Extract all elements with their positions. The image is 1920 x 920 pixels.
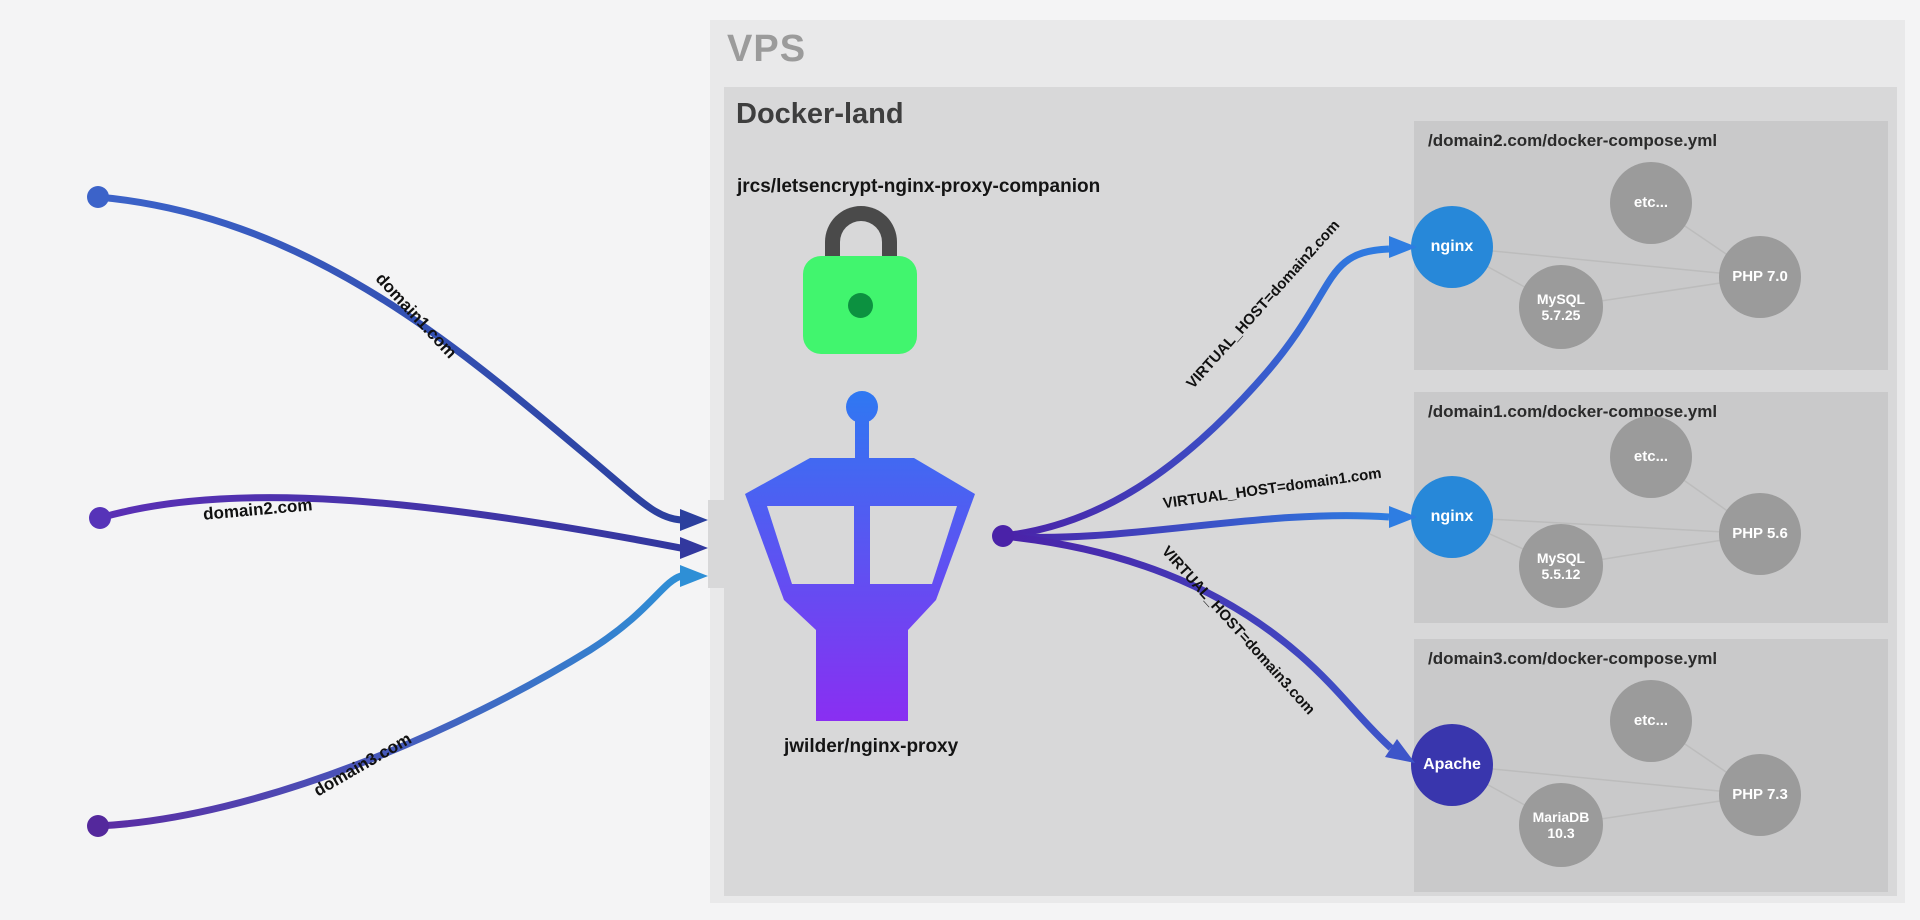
nginx-node: nginx <box>1411 206 1493 288</box>
lighthouse-roof <box>745 458 975 494</box>
domain3-curve <box>97 572 683 830</box>
lighthouse-neck <box>784 600 936 630</box>
lighthouse-window-right <box>870 506 957 584</box>
domain2-origin-dot <box>89 507 111 529</box>
proxy-label: jwilder/nginx-proxy <box>784 736 959 757</box>
domain2-curve <box>99 494 682 552</box>
padlock-keyhole <box>848 293 873 318</box>
domain3-origin-dot <box>87 815 109 837</box>
compose-box-domain1: /domain1.com/docker-compose.yml nginx et… <box>1411 392 1888 623</box>
php-node: PHP 7.0 <box>1719 236 1801 318</box>
lighthouse-column <box>816 628 908 721</box>
database-node: MySQL 5.5.12 <box>1519 524 1603 608</box>
compose-title: /domain3.com/docker-compose.yml <box>1428 649 1718 668</box>
domain3-label: domain3.com <box>310 728 415 801</box>
php-node: PHP 5.6 <box>1719 493 1801 575</box>
entry-arrowhead-bottom <box>680 565 708 587</box>
lighthouse-stem <box>855 407 869 465</box>
etc-node: etc... <box>1610 162 1692 244</box>
docker-land-title: Docker-land <box>736 98 904 130</box>
lighthouse-window-left <box>767 506 854 584</box>
lighthouse-icon <box>745 391 975 721</box>
nginx-node: nginx <box>1411 476 1493 558</box>
domain2-label: domain2.com <box>202 495 314 524</box>
database-version: 10.3 <box>1547 825 1575 841</box>
entry-arrowhead-middle <box>680 537 708 559</box>
domain1-curve <box>97 193 682 524</box>
domain1-label: domain1.com <box>371 269 461 363</box>
proxy-entry-notch <box>708 500 726 588</box>
php-node: PHP 7.3 <box>1719 754 1801 836</box>
database-node: MariaDB 10.3 <box>1519 783 1603 867</box>
vps-title: VPS <box>727 28 807 70</box>
database-name: MySQL <box>1536 290 1586 307</box>
compose-box-domain3: /domain3.com/docker-compose.yml Apache e… <box>1411 639 1888 892</box>
compose-box-domain2: /domain2.com/docker-compose.yml nginx et… <box>1411 121 1888 370</box>
domain1-origin-dot <box>87 186 109 208</box>
entry-arrowhead-top <box>680 509 708 531</box>
database-version: 5.7.25 <box>1541 307 1581 323</box>
apache-node: Apache <box>1411 724 1493 806</box>
database-name: MySQL <box>1536 549 1586 566</box>
etc-node: etc... <box>1610 416 1692 498</box>
companion-label: jrcs/letsencrypt-nginx-proxy-companion <box>737 176 1101 197</box>
database-version: 5.5.12 <box>1541 566 1581 582</box>
etc-node: etc... <box>1610 680 1692 762</box>
database-node: MySQL 5.7.25 <box>1519 265 1603 349</box>
padlock-icon <box>803 206 917 356</box>
compose-title: /domain2.com/docker-compose.yml <box>1428 131 1718 150</box>
compose-title: /domain1.com/docker-compose.yml <box>1428 402 1718 421</box>
database-name: MariaDB <box>1532 808 1590 825</box>
